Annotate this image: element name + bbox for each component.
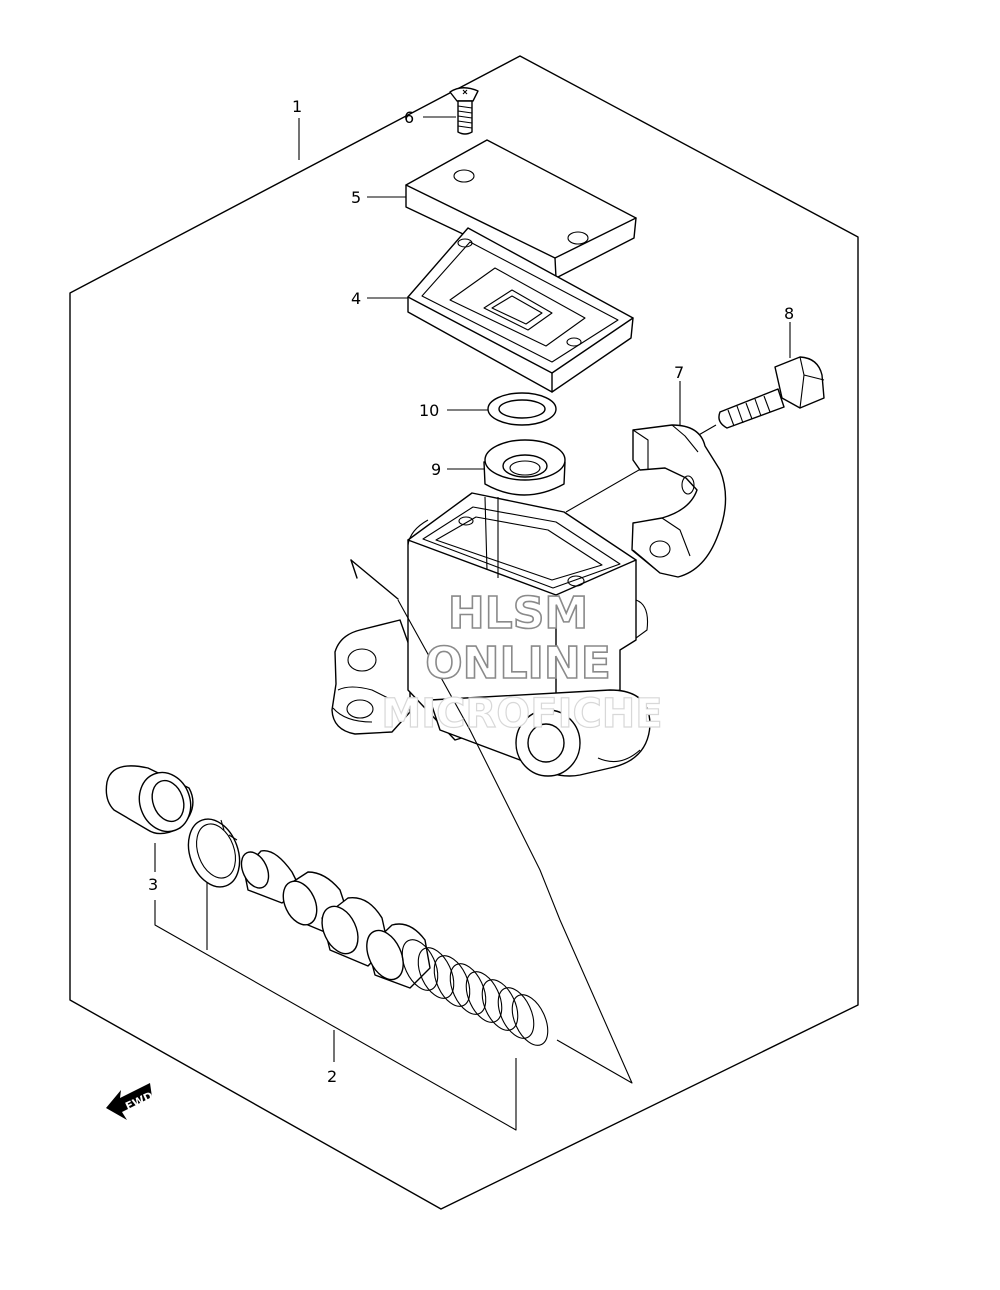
watermark-line1: HLSM [448,588,588,639]
part-circlip [187,818,241,888]
part-3-cup [105,765,194,835]
callout-6: 6 [404,108,414,127]
assembly-boundary [69,55,859,1210]
callout-7: 7 [674,363,684,382]
watermark-line3: MICROFICHE [381,691,662,737]
part-8-bolt [718,356,825,429]
callout-4: 4 [351,289,361,308]
part-9-dust-seal [483,439,566,496]
part-2-piston-spring [240,849,549,1046]
watermark: HLSM ONLINE MICROFICHE [381,587,663,737]
callout-1: 1 [292,97,302,116]
callout-10: 10 [419,401,439,420]
bracket-leader-3 [154,900,517,1131]
master-cylinder-body [331,492,651,777]
part-4-diaphragm [407,227,634,393]
callout-8: 8 [784,304,794,323]
part-10-o-ring [487,392,557,426]
fwd-arrow-icon: FWD [106,1083,155,1120]
callout-9: 9 [431,460,441,479]
axis-leader-upper [397,599,633,1084]
part-6-screw [449,87,479,135]
callout-5: 5 [351,188,361,207]
part-7-clamp [631,424,727,578]
callout-3: 3 [148,875,158,894]
part-5-reservoir-cap [405,139,637,279]
callout-2: 2 [327,1067,337,1086]
watermark-line2: ONLINE [425,638,611,689]
